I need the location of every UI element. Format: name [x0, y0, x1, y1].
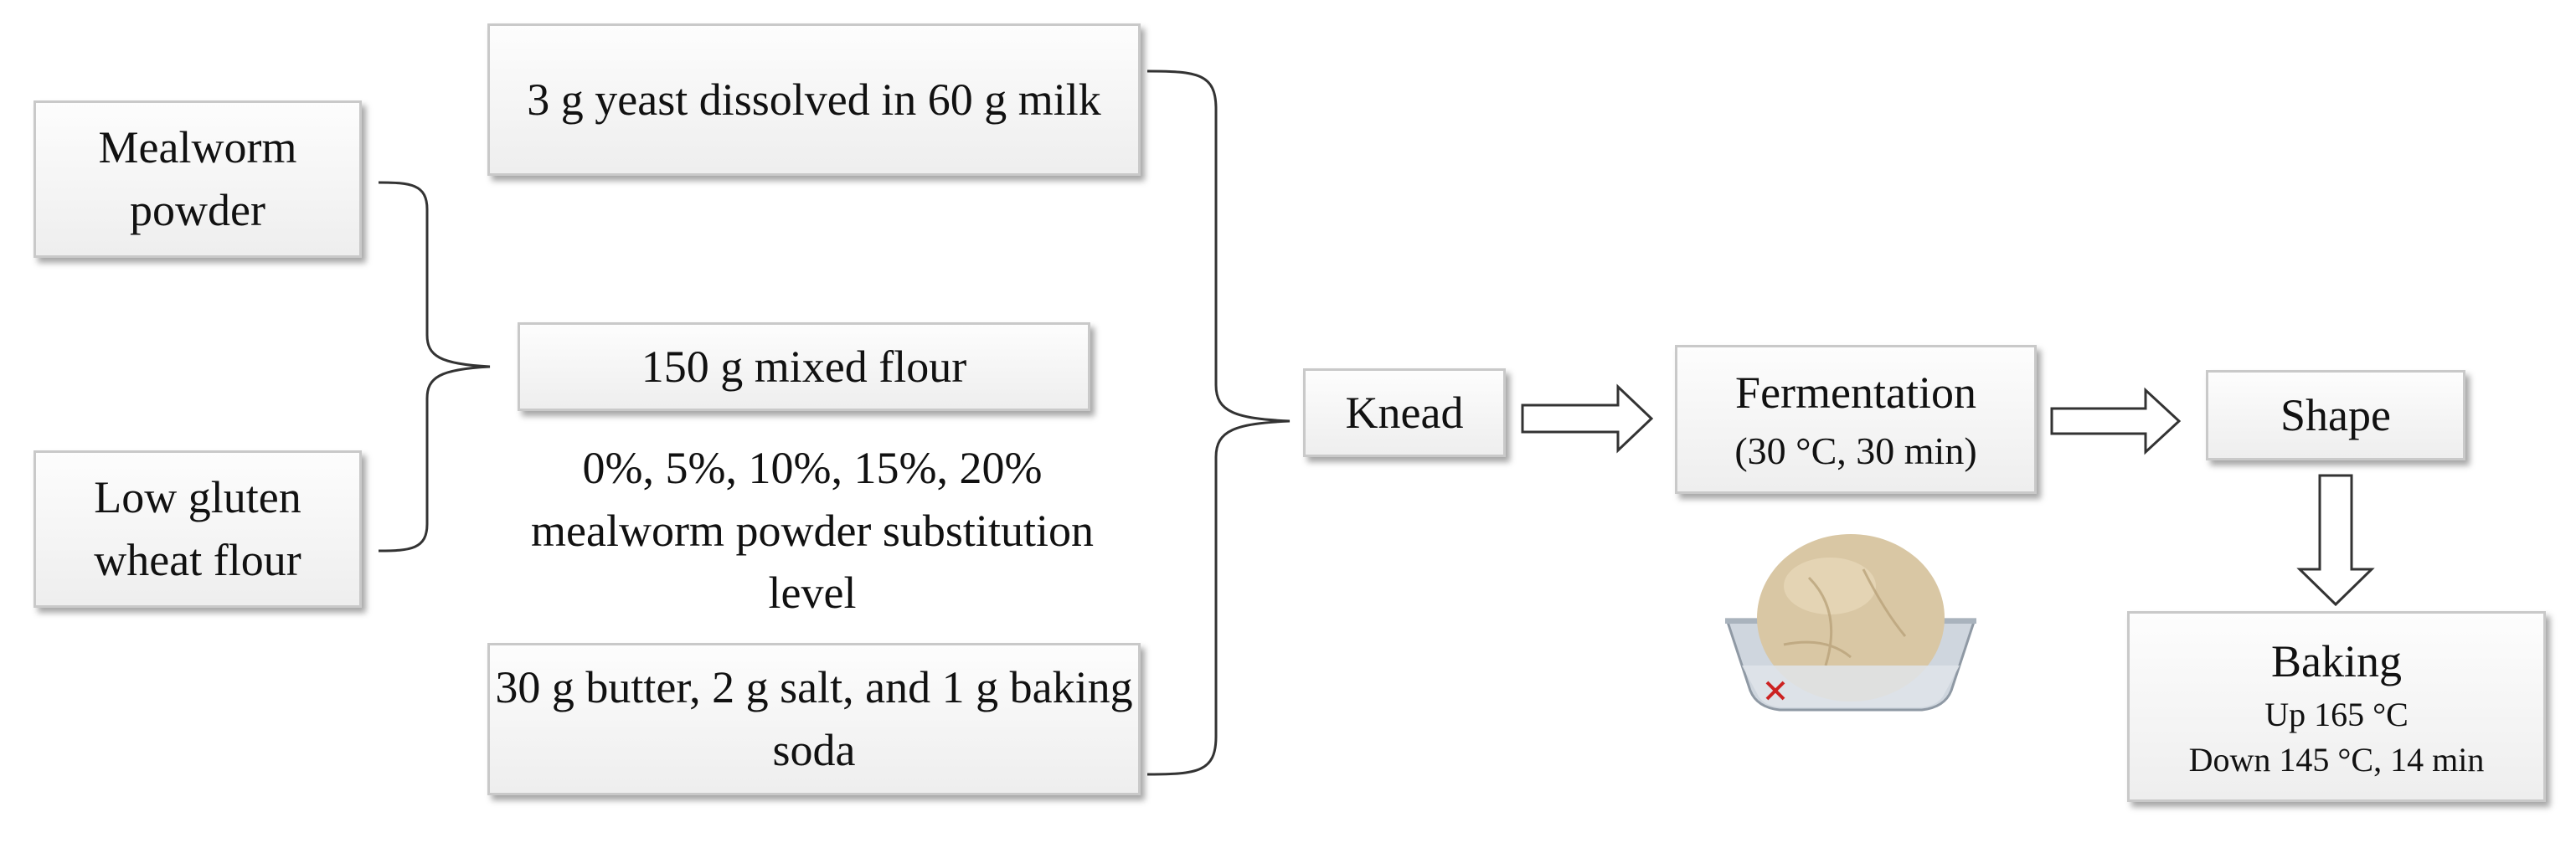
brace-mealworm-flour [378, 181, 491, 553]
low-gluten-flour-box: Low gluten wheat flour [33, 450, 362, 608]
arrow-shape-baking [2296, 474, 2375, 607]
arrow-fermentation-shape [2050, 387, 2182, 455]
tray-front [1742, 666, 1960, 707]
mixed-flour-box: 150 g mixed flour [518, 322, 1090, 411]
dough-highlight [1784, 558, 1876, 614]
mealworm-powder-label: Mealworm powder [98, 122, 297, 235]
shape-box: Shape [2206, 370, 2465, 460]
butter-salt-soda-box: 30 g butter, 2 g salt, and 1 g baking so… [487, 643, 1141, 795]
mealworm-powder-box: Mealworm powder [33, 100, 362, 258]
fermentation-title: Fermentation [1735, 368, 1976, 418]
shape-label: Shape [2280, 389, 2391, 440]
substitution-note: 0%, 5%, 10%, 15%, 20% mealworm powder su… [519, 437, 1105, 625]
dough-image [1724, 534, 1977, 712]
substitution-note-text: 0%, 5%, 10%, 15%, 20% mealworm powder su… [531, 443, 1094, 619]
knead-label: Knead [1345, 387, 1464, 438]
fermentation-detail: (30 °C, 30 min) [1734, 429, 1977, 472]
low-gluten-flour-label: Low gluten wheat flour [94, 472, 301, 585]
dough-crease [1783, 568, 1907, 666]
brace-ingredients-knead [1146, 69, 1291, 776]
tray-mark [1765, 681, 1785, 701]
yeast-milk-box: 3 g yeast dissolved in 60 g milk [487, 23, 1141, 176]
knead-box: Knead [1303, 368, 1506, 457]
fermentation-box: Fermentation (30 °C, 30 min) [1675, 345, 2037, 494]
baking-title: Baking [2271, 635, 2402, 686]
yeast-milk-label: 3 g yeast dissolved in 60 g milk [527, 74, 1101, 125]
baking-box: Baking Up 165 °C Down 145 °C, 14 min [2127, 611, 2546, 802]
arrow-knead-fermentation [1521, 383, 1654, 454]
baking-line-2: Down 145 °C, 14 min [2188, 741, 2485, 779]
mixed-flour-label: 150 g mixed flour [641, 341, 967, 392]
butter-salt-soda-label: 30 g butter, 2 g salt, and 1 g baking so… [495, 662, 1133, 775]
baking-line-1: Up 165 °C [2264, 696, 2409, 734]
